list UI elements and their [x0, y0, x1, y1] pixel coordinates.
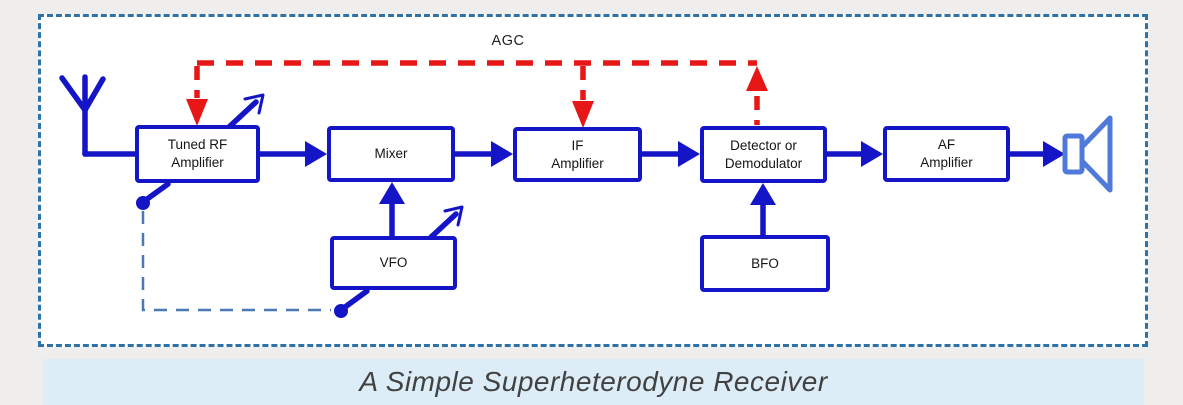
block-vfo: VFO [330, 236, 457, 290]
caption-strip: A Simple Superheterodyne Receiver [43, 359, 1144, 405]
block-label: Mixer [374, 146, 408, 162]
block-mixer: Mixer [327, 126, 455, 182]
block-label: IF Amplifier [551, 137, 604, 171]
agc-label: AGC [491, 33, 525, 49]
block-label: AF Amplifier [920, 137, 973, 170]
block-detector-demodulator: Detector or Demodulator [700, 126, 827, 183]
block-label: Detector or Demodulator [724, 137, 803, 171]
block-af-amplifier: AF Amplifier [883, 126, 1010, 182]
block-label: Tuned RF Amplifier [167, 137, 228, 170]
block-label: VFO [379, 255, 408, 271]
block-if-amplifier: IF Amplifier [513, 127, 642, 182]
block-tuned-rf-amplifier: Tuned RF Amplifier [135, 125, 260, 183]
block-label: BFO [751, 255, 779, 271]
block-bfo: BFO [700, 235, 830, 292]
figure-caption: A Simple Superheterodyne Receiver [359, 366, 828, 397]
